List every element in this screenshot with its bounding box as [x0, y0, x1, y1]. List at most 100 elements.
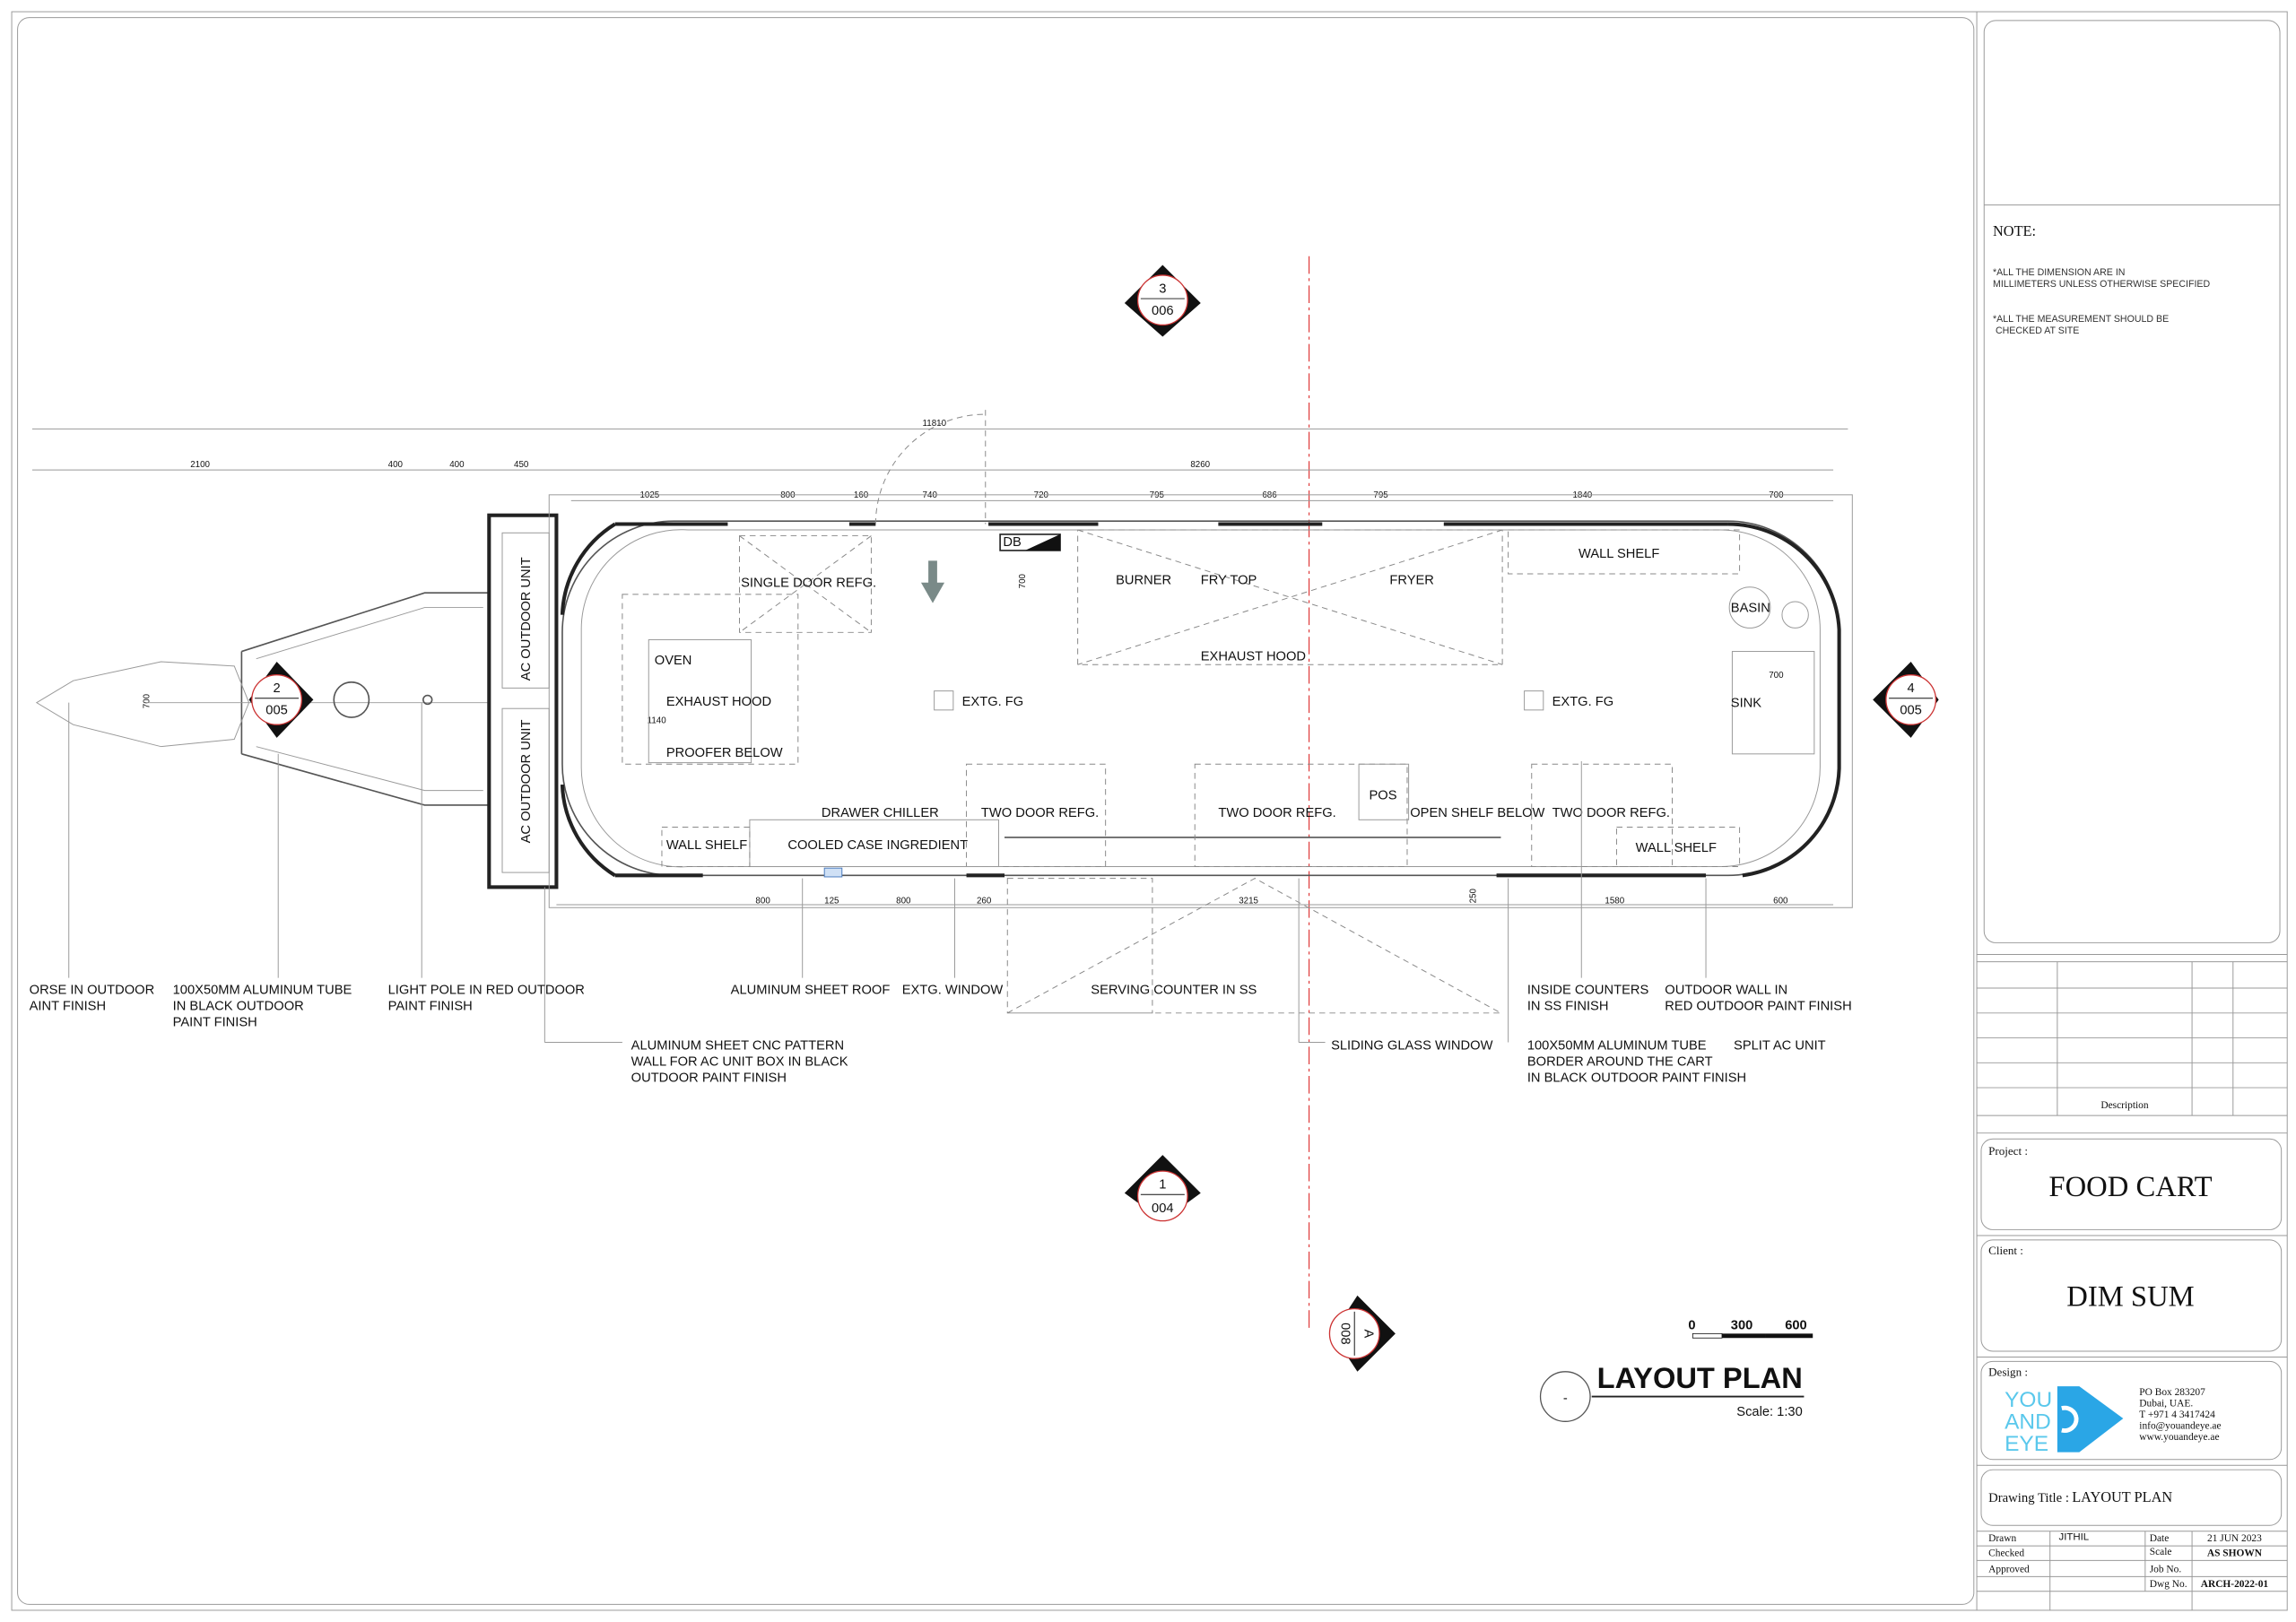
dim: 250: [1469, 888, 1479, 903]
drawing-title-block: - LAYOUT PLAN Scale: 1:30 0 300 600: [1539, 1318, 1813, 1422]
drawing-frame: [17, 17, 1975, 1605]
dim: 160: [854, 490, 869, 500]
sheet-border: [11, 11, 2288, 1611]
section-marker-1[interactable]: 1 004: [1124, 1155, 1201, 1222]
date-value: 21 JUN 2023: [2207, 1533, 2262, 1544]
callout: SPLIT AC UNIT: [1734, 1039, 1826, 1054]
label-proofer-below: PROOFER BELOW: [666, 746, 783, 760]
drawing-title-label: Drawing Title :: [1988, 1491, 2069, 1505]
dim: 3215: [1239, 896, 1258, 906]
drawing-number: ARCH-2022-01: [2201, 1579, 2269, 1590]
label-fryer: FRYER: [1389, 573, 1434, 587]
label-ac-outdoor-unit: AC OUTDOOR UNIT: [519, 557, 534, 681]
dim: 400: [388, 460, 404, 470]
svg-text:005: 005: [265, 704, 288, 718]
entry-arrow-icon: [920, 560, 945, 603]
label-sink: SINK: [1731, 697, 1761, 711]
dim: 125: [824, 896, 839, 906]
label-two-door-refg: TWO DOOR REFG.: [1552, 806, 1670, 820]
svg-text:3: 3: [1159, 282, 1166, 297]
scale-bar-label: 0: [1688, 1318, 1695, 1332]
dim: 795: [1150, 490, 1165, 500]
dim: 700: [143, 693, 152, 708]
svg-text:A: A: [1361, 1329, 1376, 1338]
svg-text:YOU: YOU: [2005, 1388, 2052, 1412]
label-extinguisher: EXTG. FG: [1552, 695, 1614, 709]
section-marker-4[interactable]: 4 005: [1873, 661, 1939, 738]
svg-text:Dwg No.: Dwg No.: [2150, 1579, 2187, 1590]
svg-text:005: 005: [1900, 704, 1922, 718]
svg-text:Date: Date: [2150, 1533, 2170, 1544]
label-drawer-chiller: DRAWER CHILLER: [822, 806, 939, 820]
label-wall-shelf: WALL SHELF: [666, 838, 747, 853]
scale-text: Scale: 1:30: [1736, 1405, 1803, 1419]
dim: 400: [449, 460, 465, 470]
label-extinguisher: EXTG. FG: [962, 695, 1024, 709]
drawn-by: JITHIL: [2059, 1532, 2090, 1543]
dim: 800: [755, 896, 770, 906]
scale-bar-label: 600: [1785, 1318, 1807, 1332]
drawing-title: LAYOUT PLAN: [1597, 1361, 1803, 1394]
label-exhaust-hood: EXHAUST HOOD: [1201, 649, 1306, 664]
title-marker: -: [1563, 1392, 1568, 1406]
dim: 700: [1769, 490, 1784, 500]
dim: 600: [1773, 896, 1788, 906]
label-oven: OVEN: [655, 654, 692, 668]
dim: 1840: [1572, 490, 1592, 500]
project-name: FOOD CART: [2048, 1171, 2212, 1203]
horse-figure: [35, 661, 250, 748]
section-marker-a[interactable]: A 008: [1328, 1295, 1396, 1372]
section-marker-3[interactable]: 3 006: [1124, 265, 1201, 337]
leader-lines: [68, 702, 1707, 1043]
svg-text:Checked: Checked: [1988, 1548, 2024, 1559]
dim: 8260: [1190, 460, 1210, 470]
callout: EXTG. WINDOW: [902, 984, 1004, 998]
dim: 720: [1034, 490, 1049, 500]
section-marker-2[interactable]: 2 005: [248, 661, 314, 738]
label-single-door-refg: SINGLE DOOR REFG.: [741, 577, 876, 591]
dim: 795: [1373, 490, 1388, 500]
callout: SERVING COUNTER IN SS: [1091, 984, 1257, 998]
callout: ALUMINUM SHEET ROOF: [731, 984, 891, 998]
note-2: *ALL THE MEASUREMENT SHOULD BE CHECKED A…: [1993, 314, 2169, 336]
label-pos: POS: [1370, 788, 1397, 802]
dim: 700: [1018, 573, 1028, 588]
drawing-title-value: LAYOUT PLAN: [2072, 1488, 2172, 1505]
scale-bar-label: 300: [1731, 1318, 1753, 1332]
svg-text:EYE: EYE: [2005, 1432, 2048, 1456]
note-heading: NOTE:: [1993, 222, 2036, 239]
label-db: DB: [1003, 535, 1022, 550]
label-wall-shelf: WALL SHELF: [1636, 841, 1717, 855]
revision-description-header: Description: [2100, 1100, 2149, 1111]
dim: 686: [1262, 490, 1277, 500]
callout: SLIDING GLASS WINDOW: [1331, 1039, 1492, 1054]
dim: 1025: [639, 490, 659, 500]
floor-plan: 11810 2100 400 400 450 8260 1025 800 160…: [31, 256, 1853, 1332]
dim: 800: [780, 490, 796, 500]
dim: 1140: [648, 716, 667, 726]
dim: 740: [923, 490, 938, 500]
label-two-door-refg: TWO DOOR REFG.: [981, 806, 1099, 820]
design-address: PO Box 283207 Dubai, UAE. T +971 4 34174…: [2139, 1387, 2223, 1443]
dim: 260: [977, 896, 992, 906]
revision-table: Description: [1977, 954, 2288, 1134]
ac-unit-box: [487, 513, 559, 889]
label-ac-outdoor-unit: AC OUTDOOR UNIT: [519, 719, 534, 843]
svg-text:AND: AND: [2005, 1409, 2051, 1434]
client-name: DIM SUM: [2066, 1280, 2194, 1313]
label-two-door-refg: TWO DOOR REFG.: [1218, 806, 1335, 820]
label-basin: BASIN: [1731, 601, 1770, 615]
label-open-shelf: OPEN SHELF BELOW: [1410, 806, 1544, 820]
svg-text:Scale: Scale: [2150, 1547, 2172, 1557]
svg-text:006: 006: [1152, 304, 1174, 318]
svg-text:Drawn: Drawn: [1988, 1533, 2016, 1544]
